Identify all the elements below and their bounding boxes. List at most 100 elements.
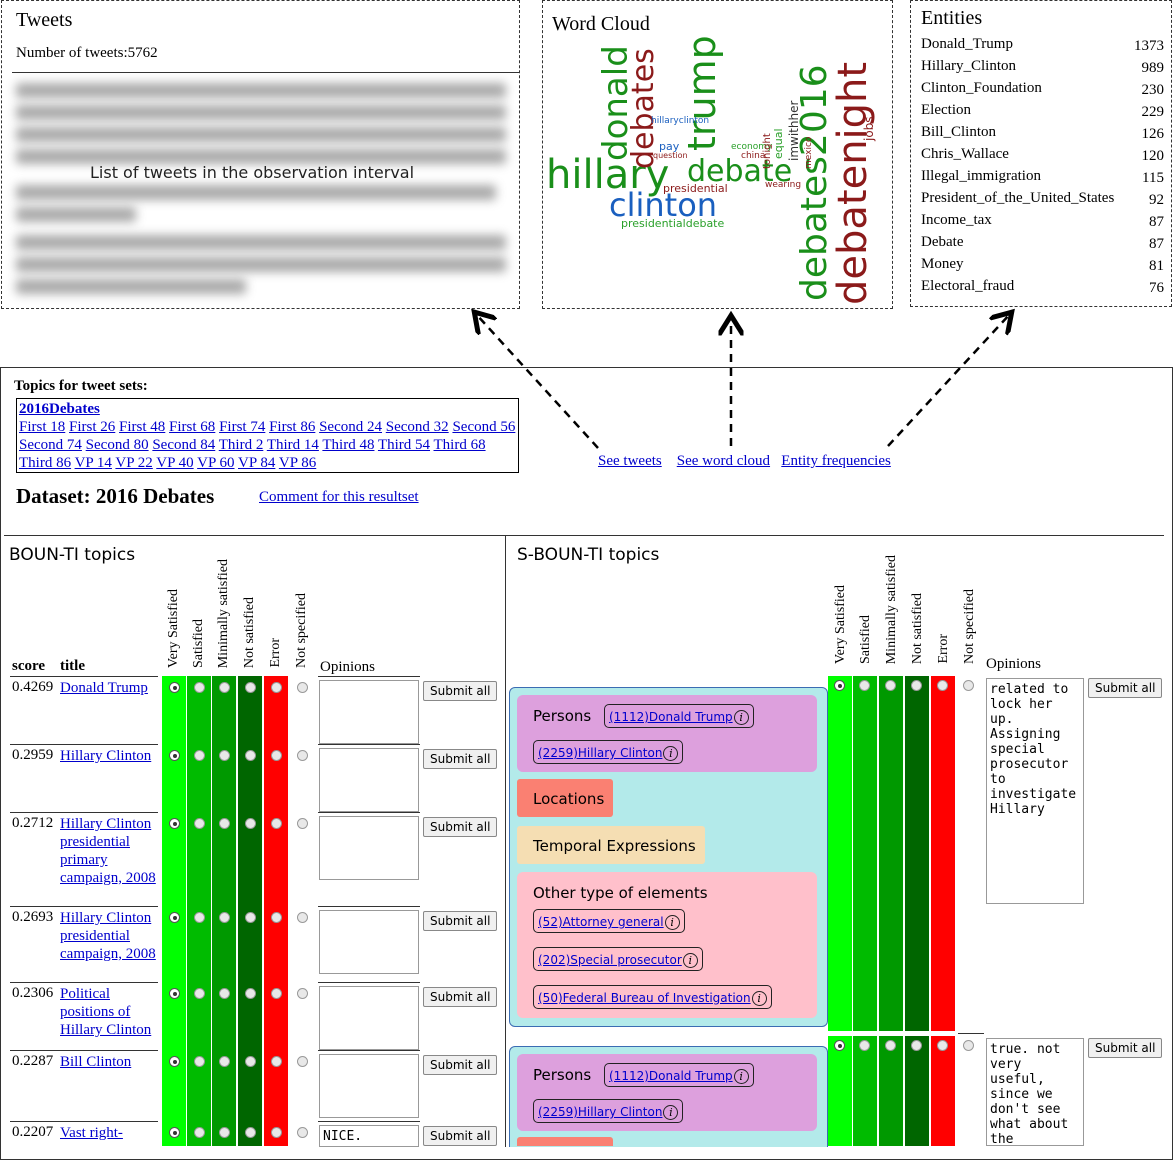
rating-radio[interactable] [271,1056,282,1067]
rating-radio[interactable] [271,912,282,923]
submit-all-button[interactable]: Submit all [423,817,498,837]
topic-link[interactable]: Third 86 [19,455,72,471]
rating-radio[interactable] [245,1056,256,1067]
rating-radio[interactable] [169,750,180,761]
rating-radio[interactable] [169,988,180,999]
topic-link[interactable]: Third 68 [433,437,486,453]
rating-radio[interactable] [194,912,205,923]
opinion-textarea[interactable]: related to lock her up. Assigning specia… [986,678,1084,904]
rating-radio[interactable] [271,988,282,999]
submit-all-button[interactable]: Submit all [423,749,498,769]
topic-link[interactable]: Second 24 [319,419,383,435]
info-icon[interactable]: i [733,1069,749,1084]
topic-link[interactable]: First 74 [219,419,266,435]
rating-radio[interactable] [297,912,308,923]
rating-radio[interactable] [245,988,256,999]
topic-link[interactable]: VP 60 [197,455,235,471]
topic-link[interactable]: Second 80 [85,437,149,453]
rating-radio[interactable] [219,1127,230,1138]
topic-link[interactable]: VP 40 [156,455,194,471]
rating-radio[interactable] [297,1056,308,1067]
rating-radio[interactable] [834,1040,845,1051]
rating-radio[interactable] [169,682,180,693]
rating-radio[interactable] [219,818,230,829]
opinion-textarea[interactable] [319,910,419,974]
rating-radio[interactable] [271,1127,282,1138]
opinion-textarea[interactable]: NICE. [319,1125,419,1147]
rating-radio[interactable] [297,818,308,829]
topic-title-link[interactable]: Bill Clinton [60,1054,132,1070]
topic-link[interactable]: Second 56 [452,419,516,435]
rating-radio[interactable] [219,682,230,693]
submit-all-button[interactable]: Submit all [1088,1038,1163,1058]
rating-radio[interactable] [297,988,308,999]
topic-title-link[interactable]: Hillary Clinton presidential primary cam… [60,816,156,886]
topic-link[interactable]: VP 86 [278,455,317,471]
rating-radio[interactable] [271,750,282,761]
opinion-textarea[interactable] [319,986,419,1050]
info-icon[interactable]: i [664,915,680,930]
rating-radio[interactable] [859,1040,870,1051]
info-icon[interactable]: i [663,1105,679,1120]
topic-link[interactable]: Second 32 [385,419,449,435]
topic-link[interactable]: VP 14 [74,455,112,471]
rating-radio[interactable] [937,680,948,691]
rating-radio[interactable] [169,912,180,923]
topic-title-link[interactable]: Political positions of Hillary Clinton [60,986,152,1038]
comment-link[interactable]: Comment for this resultset [259,489,419,505]
rating-radio[interactable] [297,1127,308,1138]
submit-all-button[interactable]: Submit all [423,1126,498,1146]
see-wordcloud-link[interactable]: See word cloud [676,453,771,469]
rating-radio[interactable] [834,680,845,691]
rating-radio[interactable] [169,818,180,829]
opinion-textarea[interactable] [319,816,419,880]
rating-radio[interactable] [859,680,870,691]
topic-title-link[interactable]: Hillary Clinton presidential campaign, 2… [60,910,156,962]
rating-radio[interactable] [219,988,230,999]
topic-link[interactable]: Third 54 [377,437,431,453]
opinion-textarea[interactable] [319,1054,419,1118]
rating-radio[interactable] [297,750,308,761]
opinion-textarea[interactable] [319,680,419,744]
rating-radio[interactable] [885,1040,896,1051]
rating-radio[interactable] [963,680,974,691]
submit-all-button[interactable]: Submit all [423,987,498,1007]
rating-radio[interactable] [271,682,282,693]
topic-link[interactable]: First 18 [19,419,66,435]
rating-radio[interactable] [245,912,256,923]
entity-frequencies-link[interactable]: Entity frequencies [781,453,891,469]
topic-link[interactable]: First 68 [169,419,216,435]
rating-radio[interactable] [911,1040,922,1051]
topic-title-link[interactable]: Hillary Clinton [60,748,152,764]
topic-link[interactable]: Second 84 [152,437,216,453]
opinion-textarea[interactable] [319,748,419,812]
info-icon[interactable]: i [733,710,749,725]
opinion-textarea[interactable]: true. not very useful, since we don't se… [986,1038,1084,1146]
info-icon[interactable]: i [751,991,767,1006]
topic-set-title[interactable]: 2016Debates [19,401,100,417]
rating-radio[interactable] [271,818,282,829]
rating-radio[interactable] [937,1040,948,1051]
rating-radio[interactable] [169,1056,180,1067]
info-icon[interactable]: i [682,953,698,968]
rating-radio[interactable] [245,818,256,829]
rating-radio[interactable] [194,750,205,761]
rating-radio[interactable] [885,680,896,691]
rating-radio[interactable] [194,682,205,693]
topic-link[interactable]: Third 14 [266,437,319,453]
rating-radio[interactable] [963,1040,974,1051]
topic-link[interactable]: First 48 [119,419,166,435]
info-icon[interactable]: i [663,746,679,761]
topic-link[interactable]: Second 74 [19,437,82,453]
topic-link[interactable]: Third 48 [322,437,375,453]
submit-all-button[interactable]: Submit all [423,681,498,701]
topic-title-link[interactable]: Vast right- [60,1125,123,1141]
rating-radio[interactable] [219,1056,230,1067]
rating-radio[interactable] [219,912,230,923]
